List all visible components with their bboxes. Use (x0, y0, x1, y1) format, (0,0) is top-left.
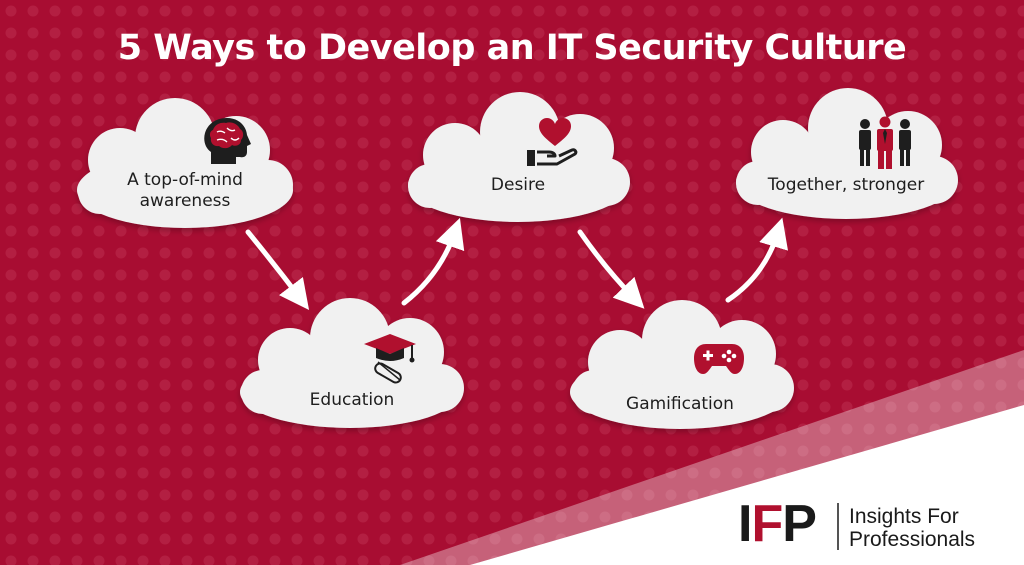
arrow-gamification-to-together (725, 217, 789, 303)
logo-letter-p: P (782, 495, 817, 553)
step-label-line: A top-of-mind (127, 170, 243, 190)
arrow-education-to-desire (401, 217, 465, 306)
graduation-cap-diploma-icon (364, 334, 416, 384)
brain-head-icon (204, 118, 251, 164)
logo-name-line: Professionals (849, 528, 976, 551)
step-label-desire: Desire (490, 175, 546, 195)
corner-white-band (470, 405, 1024, 565)
team-people-icon (859, 116, 911, 169)
ifp-logo-name: Insights For Professionals (849, 505, 975, 551)
step-label-education: Education (309, 390, 395, 410)
logo-name-line: Insights For (849, 505, 959, 528)
step-label-line: awareness (139, 191, 231, 211)
arrow-desire-to-gamification (577, 229, 645, 309)
arrow-awareness-to-education (245, 229, 310, 310)
game-controller-icon (694, 344, 744, 374)
heart-in-hand-icon (527, 118, 578, 166)
page-title: 5 Ways to Develop an IT Security Culture (117, 28, 907, 68)
ifp-logo-mark: IFP (738, 495, 817, 553)
step-label-gamification: Gamification (626, 394, 734, 414)
logo-letter-f: F (751, 495, 783, 553)
step-label-awareness: A top-of-mind awareness (85, 170, 285, 212)
logo-letter-i: I (738, 495, 752, 553)
step-label-together: Together, stronger (767, 175, 925, 195)
